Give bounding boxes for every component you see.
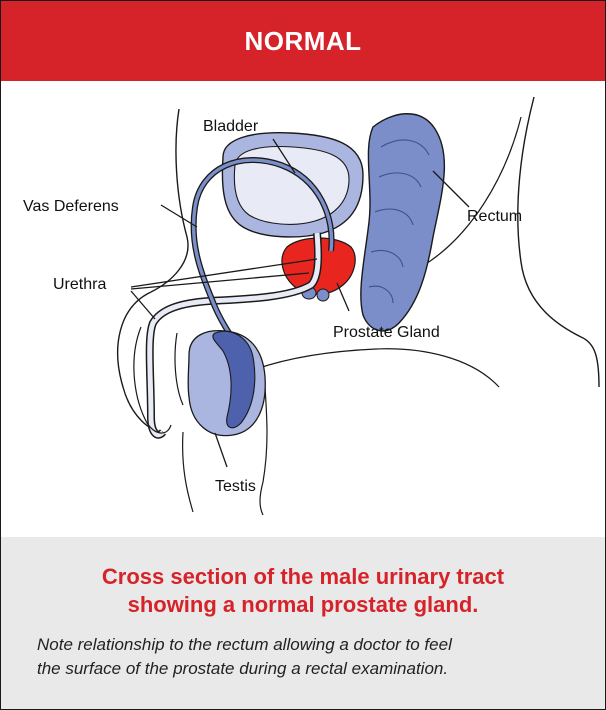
testis-leader [215,433,227,467]
anatomy-diagram: Bladder Vas Deferens Urethra Rectum Pros… [1,87,605,527]
urethra-leader-3 [131,291,155,319]
buttock-outline [518,97,599,387]
label-bladder: Bladder [203,118,259,135]
anatomy-svg: Bladder Vas Deferens Urethra Rectum Pros… [1,87,605,527]
label-testis: Testis [215,478,256,495]
body-outline-back [151,109,188,292]
rectum-shape [361,114,445,331]
leg-outline [183,432,193,512]
header-banner: NORMAL [1,1,605,81]
caption-box: Cross section of the male urinary tract … [1,537,605,709]
thigh-outline [256,349,499,387]
bulbourethral-gland [317,289,329,301]
caption-note: Note relationship to the rectum allowing… [37,633,577,681]
label-urethra: Urethra [53,276,106,293]
label-prostate: Prostate Gland [333,324,440,341]
caption-note-line-2: the surface of the prostate during a rec… [37,657,577,681]
header-title: NORMAL [244,26,361,57]
scrotum-fold [175,333,183,405]
urethra-leader-2 [131,273,309,289]
caption-title-line-1: Cross section of the male urinary tract [21,563,585,591]
caption-title-line-2: showing a normal prostate gland. [21,591,585,619]
caption-title: Cross section of the male urinary tract … [21,563,585,619]
label-rectum: Rectum [467,208,522,225]
caption-note-line-1: Note relationship to the rectum allowing… [37,633,577,657]
label-vas-deferens: Vas Deferens [23,198,119,215]
prostate-leader [337,283,349,311]
